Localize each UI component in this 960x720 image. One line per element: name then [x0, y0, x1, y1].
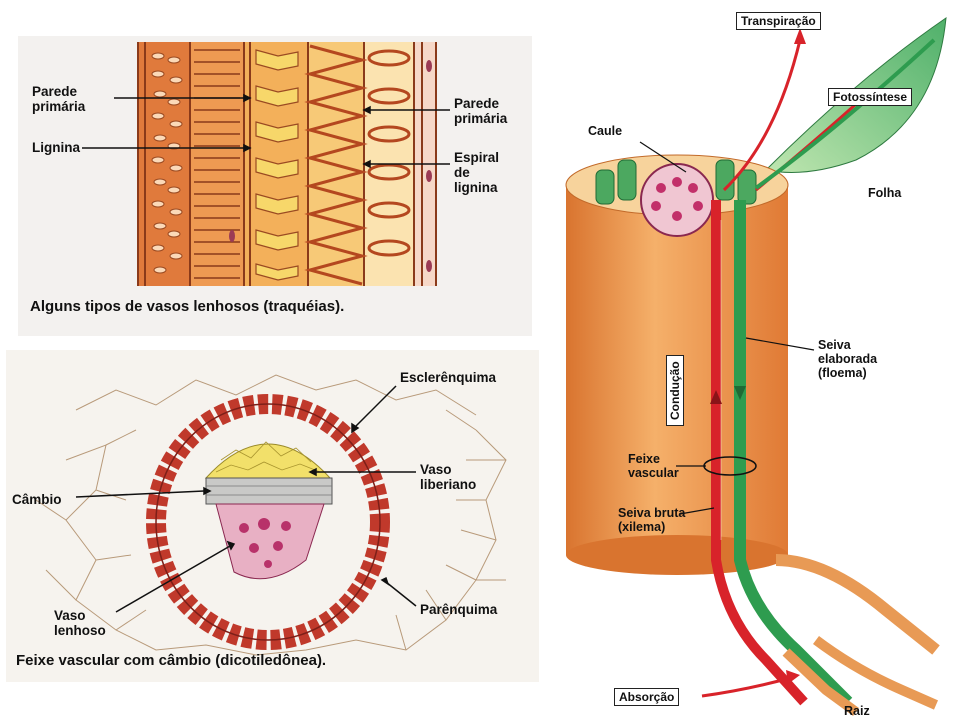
tracheids-illustration: [82, 42, 450, 286]
label-vaso-liberiano: Vaso liberiano: [420, 462, 477, 492]
label-conducao: Condução: [666, 355, 684, 426]
label-raiz: Raiz: [844, 704, 870, 718]
label-vaso-lenhoso: Vaso lenhoso: [54, 608, 106, 638]
label-transpiracao: Transpiração: [736, 12, 821, 30]
label-seiva-elaborada: Seiva elaborada (floema): [818, 338, 878, 380]
vascular-bundle-illustration: [35, 374, 507, 656]
label-absorcao: Absorção: [614, 688, 680, 706]
label-lignina: Lignina: [32, 140, 80, 155]
label-caule: Caule: [588, 124, 623, 138]
label-seiva-bruta: Seiva bruta (xilema): [618, 506, 686, 534]
label-fotossintese: Fotossíntese: [828, 88, 913, 106]
stem-conduction-panel: Transpiração Fotossíntese Caule Folha Se…: [556, 0, 960, 720]
label-cambio: Câmbio: [12, 492, 62, 507]
label-parenquima: Parênquima: [420, 602, 498, 617]
tracheids-panel: Parede primária Lignina Parede primária …: [18, 36, 532, 336]
label-parede-primaria-left: Parede primária: [32, 84, 86, 114]
label-feixe-vascular: Feixe vascular: [628, 452, 679, 480]
vascular-bundle-panel: Esclerênquima Vaso liberiano Câmbio Vaso…: [6, 350, 539, 682]
stem-illustration: [565, 16, 947, 717]
label-esclerenquima: Esclerênquima: [400, 370, 497, 385]
caption-bundle: Feixe vascular com câmbio (dicotiledônea…: [16, 652, 327, 669]
label-folha: Folha: [868, 186, 902, 200]
label-parede-primaria-right: Parede primária: [454, 96, 508, 126]
caption-tracheids: Alguns tipos de vasos lenhosos (traquéia…: [30, 298, 345, 315]
label-espiral-de-lignina: Espiral de lignina: [454, 150, 500, 195]
